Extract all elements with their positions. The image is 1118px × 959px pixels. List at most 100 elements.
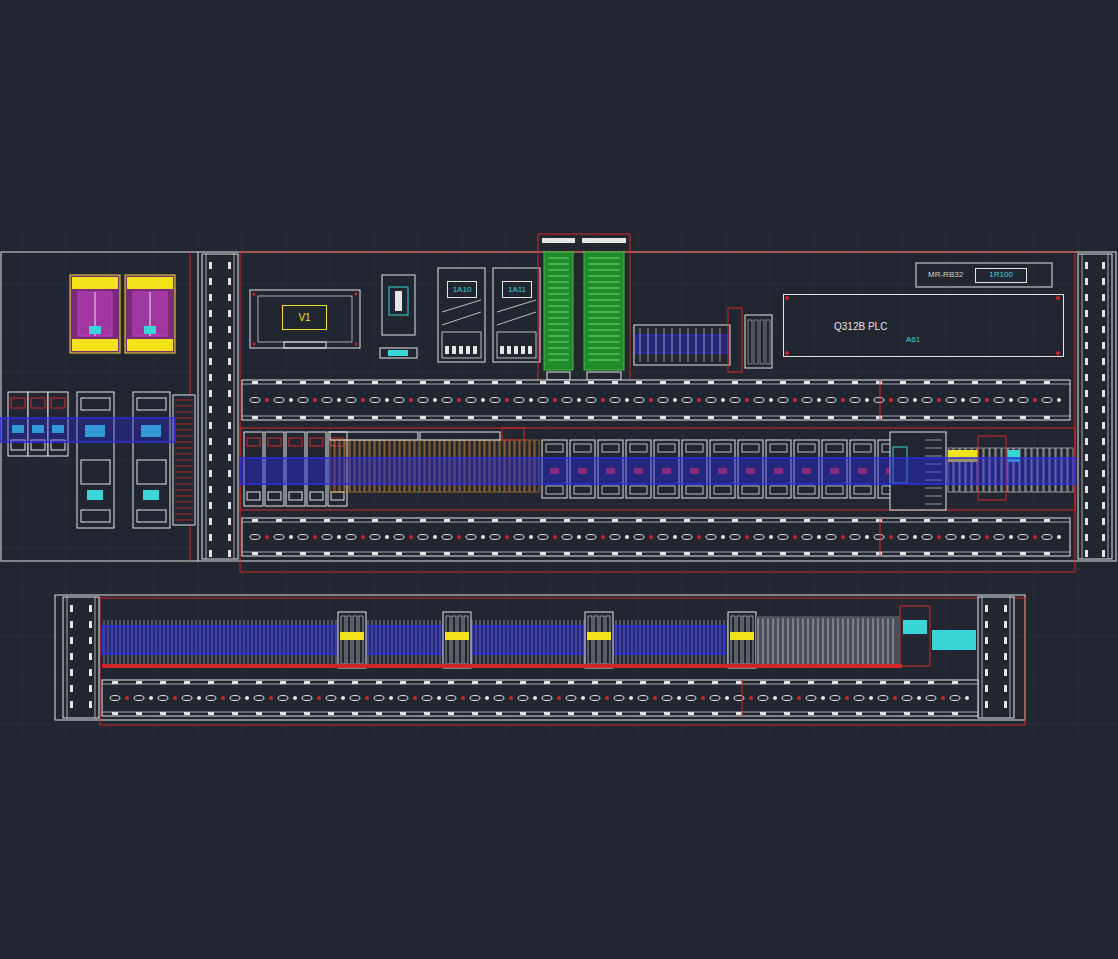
duct-hole [994,398,1004,403]
rail-slot [209,294,212,301]
terminal-marker [445,632,469,640]
duct-slot [684,519,690,522]
duct-slot [852,416,858,419]
psu-vent [925,448,942,449]
duct-slot [732,552,738,555]
amp-terminal [466,346,470,354]
duct-slot [660,416,666,419]
small-part [380,348,417,358]
rail-slot [1102,358,1105,365]
duct-hole [778,535,788,540]
duct-edge [242,552,1070,553]
marker-dot [505,535,509,539]
rail-slot [209,550,212,557]
marker-dot [601,398,605,402]
contactor-terminals [137,510,166,522]
duct-slot [396,519,402,522]
rail-slot [985,621,988,628]
io-terminal [548,282,569,283]
duct-slot [588,416,594,419]
marker-dot [505,398,509,402]
marker-dot [253,293,256,296]
duct-slot [856,712,862,715]
marker-dot [817,398,821,402]
breaker-terminal [546,486,563,494]
breaker-terminal [826,486,843,494]
duct-slot [372,519,378,522]
duct-slot [852,552,858,555]
duct-slot [256,712,262,715]
indicator [144,326,156,334]
terminal [175,454,193,455]
duct-slot [568,712,574,715]
duct-slot [736,681,742,684]
io-terminal [588,288,620,289]
rail-slot [209,422,212,429]
duct-hole [610,398,620,403]
marker-dot [1057,535,1061,539]
duct-slot [496,681,502,684]
power-module [382,275,415,335]
marker-dot [337,398,341,402]
marker-dot [577,398,581,402]
small-part-inner [388,350,408,356]
duct-hole [782,696,792,701]
duct-slot [252,519,258,522]
duct-hole [422,696,432,701]
marker-dot [785,351,789,355]
panel-outline [1,252,1116,561]
duct-slot [760,712,766,715]
terminal-marker [587,632,611,640]
terminal-row [72,339,118,351]
duct-slot [972,381,978,384]
breaker-terminal [742,444,759,452]
breaker-terminal [51,398,65,408]
marker-dot [461,696,465,700]
breaker-terminal [247,438,260,446]
relay [656,328,657,362]
duct-slot [276,381,282,384]
duct-slot [444,381,450,384]
rail-slot [1004,701,1007,708]
duct-slot [660,552,666,555]
marker-dot [697,398,701,402]
duct-hole [230,696,240,701]
marker-dot [577,535,581,539]
io-terminal [588,318,620,319]
duct-hole [250,398,260,403]
duct-slot [904,681,910,684]
breaker-terminal [658,486,675,494]
marker-dot [149,696,153,700]
relay [680,328,681,362]
rail-slot [985,685,988,692]
din-rail [1078,254,1112,559]
duct-hole [730,398,740,403]
contactor-terminals [137,398,166,410]
duct-slot [468,416,474,419]
duct-slot [952,712,958,715]
overload-dial [87,490,103,500]
duct-hole [446,696,456,701]
marker-dot [265,398,269,402]
rail-slot [89,621,92,628]
duct-slot [592,681,598,684]
duct-slot [616,712,622,715]
marker-dot [529,535,533,539]
breaker-terminal [686,444,703,452]
psu-vent [925,504,942,505]
marker-dot [385,398,389,402]
duct-slot [136,681,142,684]
rail-slot [228,406,231,413]
duct-hole [586,535,596,540]
duct-hole [754,398,764,403]
grid-line [22,232,23,740]
rail-edge [206,254,207,559]
rail-slot [1102,534,1105,541]
duct-hole [374,696,384,701]
duct-slot [372,552,378,555]
rail-slot [70,653,73,660]
duct-hole [902,696,912,701]
rail-slot [228,326,231,333]
rail-slot [228,358,231,365]
terminal [175,460,193,461]
